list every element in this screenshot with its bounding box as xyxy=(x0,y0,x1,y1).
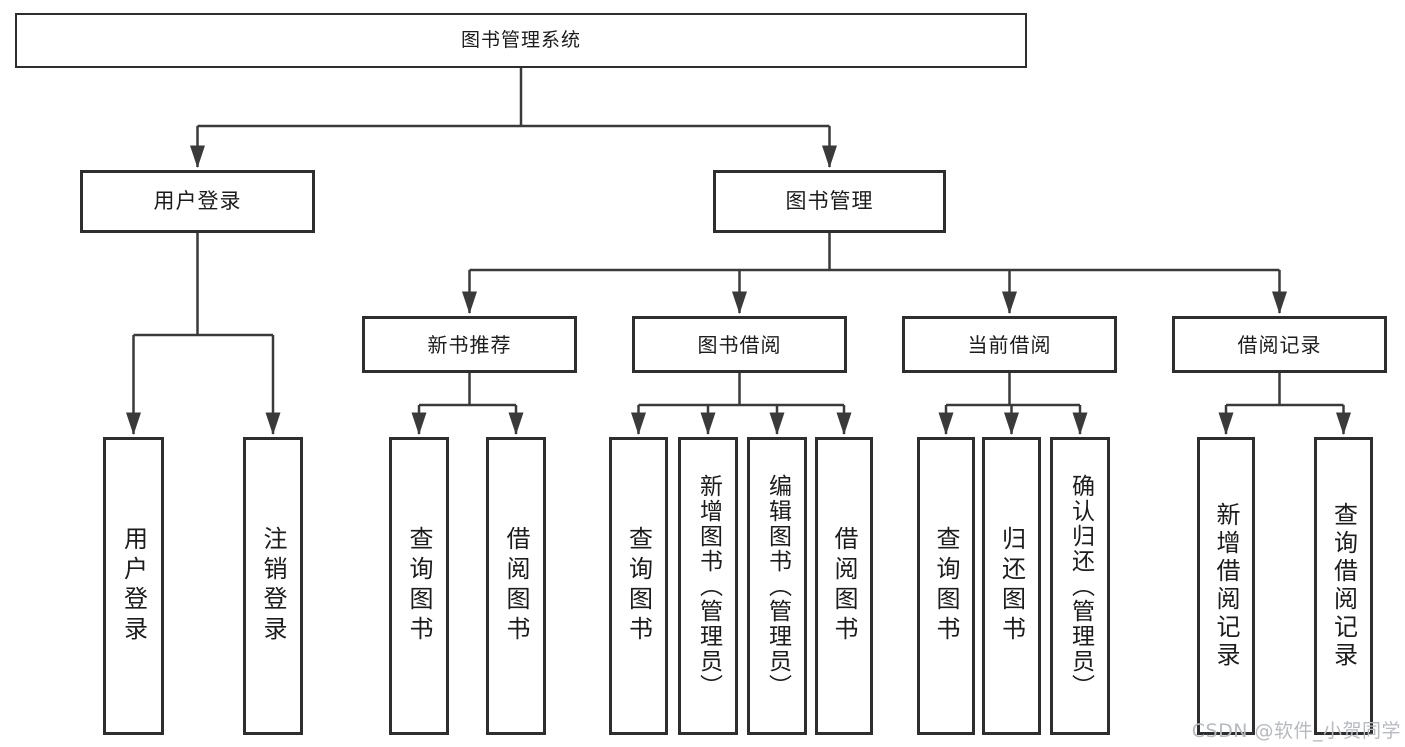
leaf-query-borrow-record: 查询借阅记录 xyxy=(1314,437,1373,735)
node-user-login: 用户登录 xyxy=(80,170,315,233)
leaf-query-books-current: 查询图书 xyxy=(917,437,975,735)
node-new-book-recommendation: 新书推荐 xyxy=(362,316,577,373)
leaf-edit-book-admin: 编辑图书（管理员） xyxy=(747,437,807,735)
node-book-management: 图书管理 xyxy=(713,170,946,233)
leaf-borrow-books-recommend: 借阅图书 xyxy=(486,437,546,735)
leaf-confirm-return-admin: 确认归还（管理员） xyxy=(1050,437,1110,735)
node-library-management-system: 图书管理系统 xyxy=(15,13,1027,68)
node-borrowing-records: 借阅记录 xyxy=(1172,316,1387,373)
leaf-borrow-books-borrowing: 借阅图书 xyxy=(815,437,873,735)
leaf-add-book-admin: 新增图书（管理员） xyxy=(678,437,738,735)
watermark-text: CSDN @软件_小贺同学 xyxy=(1191,720,1401,742)
leaf-query-books-recommend: 查询图书 xyxy=(389,437,449,735)
node-current-borrowing: 当前借阅 xyxy=(902,316,1117,373)
leaf-user-login: 用户登录 xyxy=(103,437,164,735)
leaf-return-books: 归还图书 xyxy=(982,437,1041,735)
leaf-query-books-borrowing: 查询图书 xyxy=(609,437,668,735)
leaf-add-borrow-record: 新增借阅记录 xyxy=(1197,437,1255,735)
node-book-borrowing: 图书借阅 xyxy=(632,316,847,373)
leaf-logout: 注销登录 xyxy=(243,437,303,735)
